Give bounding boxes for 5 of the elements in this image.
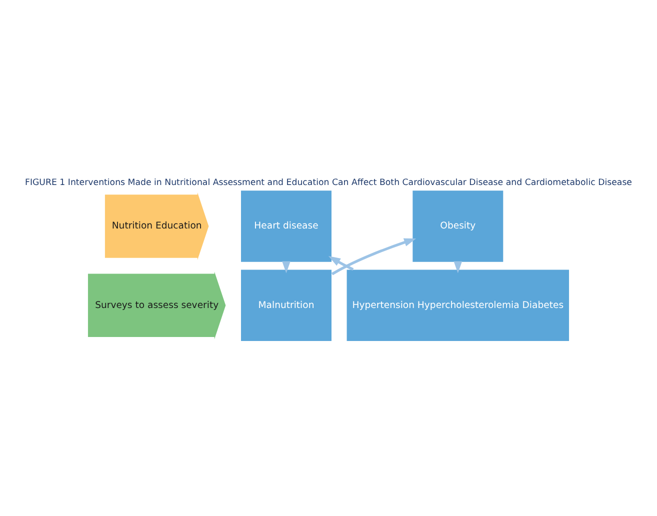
diagram-title: FIGURE 1 Interventions Made in Nutritional Assessment and Education Can Affect Both Cardiovascular Disease and Cardiometabolic Disease <box>25 178 632 188</box>
node-box: Hypertension Hypercholesterolemia Diabetes <box>346 268 570 342</box>
node-box: Malnutrition <box>240 268 332 342</box>
arrow <box>331 238 416 275</box>
arrow <box>328 256 354 270</box>
